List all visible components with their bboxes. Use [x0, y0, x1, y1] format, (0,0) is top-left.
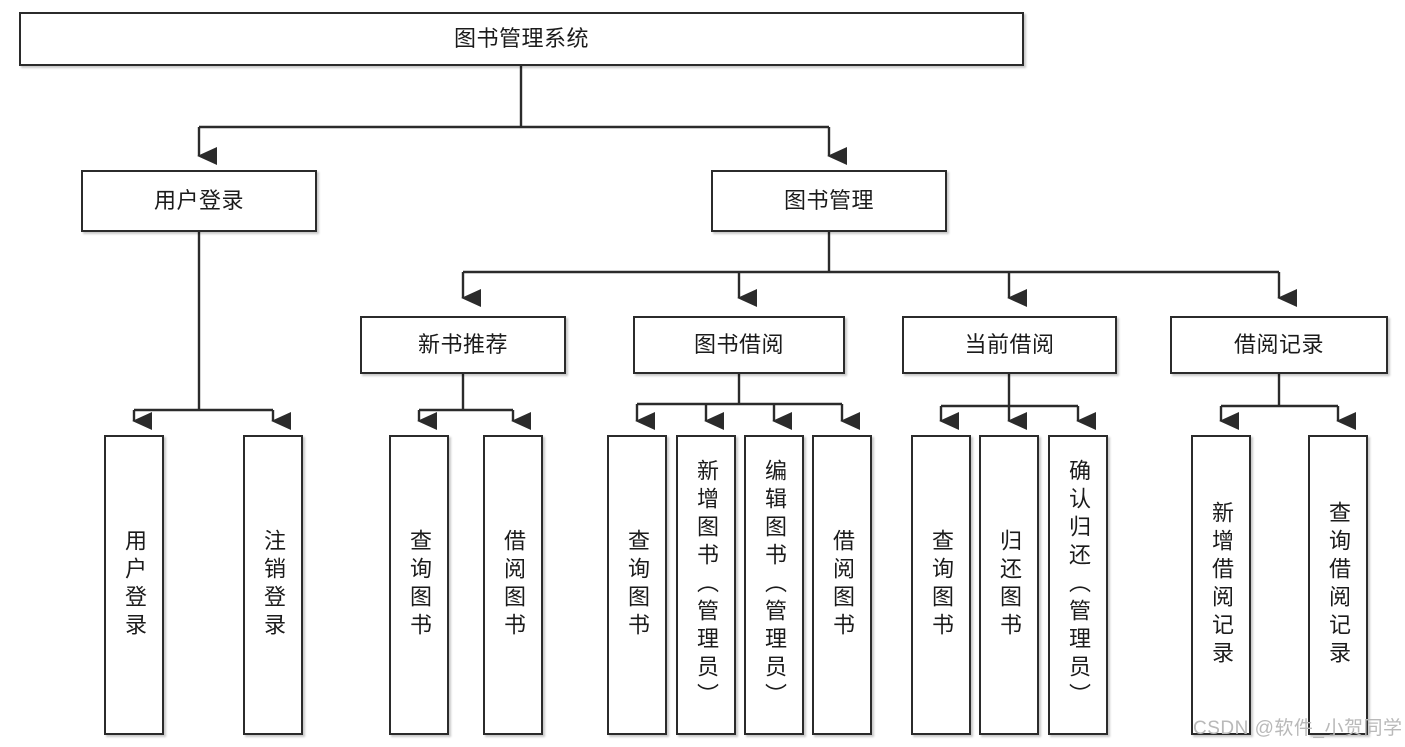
leaf-query-book-2[interactable]: 查询图书 [607, 435, 667, 735]
leaf-return-book[interactable]: 归还图书 [979, 435, 1039, 735]
leaf-logout-label: 注销登录 [261, 529, 286, 641]
leaf-add-record-label: 新增借阅记录 [1209, 501, 1234, 669]
leaf-borrow-book-1-label: 借阅图书 [501, 529, 526, 641]
leaf-borrow-book-2-label: 借阅图书 [830, 529, 855, 641]
leaf-add-book-label: 新增图书（管理员） [694, 459, 719, 711]
leaf-query-book-1-label: 查询图书 [407, 529, 432, 641]
leaf-logout[interactable]: 注销登录 [243, 435, 303, 735]
node-root[interactable]: 图书管理系统 [19, 12, 1024, 66]
leaf-add-record[interactable]: 新增借阅记录 [1191, 435, 1251, 735]
node-book-borrow[interactable]: 图书借阅 [633, 316, 845, 374]
node-user-login[interactable]: 用户登录 [81, 170, 317, 232]
csdn-watermark: CSDN @软件_小贺同学 [1193, 718, 1403, 739]
leaf-query-record-label: 查询借阅记录 [1326, 501, 1351, 669]
leaf-edit-book-label: 编辑图书（管理员） [762, 459, 787, 711]
leaf-edit-book[interactable]: 编辑图书（管理员） [744, 435, 804, 735]
node-borrow-record[interactable]: 借阅记录 [1170, 316, 1388, 374]
leaf-borrow-book-2[interactable]: 借阅图书 [812, 435, 872, 735]
leaf-query-book-1[interactable]: 查询图书 [389, 435, 449, 735]
leaf-query-book-2-label: 查询图书 [625, 529, 650, 641]
node-book-manage[interactable]: 图书管理 [711, 170, 947, 232]
leaf-query-record[interactable]: 查询借阅记录 [1308, 435, 1368, 735]
node-root-label: 图书管理系统 [453, 26, 589, 52]
node-new-book-rec[interactable]: 新书推荐 [360, 316, 566, 374]
node-user-login-label: 用户登录 [153, 188, 244, 214]
node-borrow-record-label: 借阅记录 [1233, 332, 1324, 358]
leaf-confirm-return[interactable]: 确认归还（管理员） [1048, 435, 1108, 735]
leaf-borrow-book-1[interactable]: 借阅图书 [483, 435, 543, 735]
leaf-user-login-label: 用户登录 [122, 529, 147, 641]
leaf-return-book-label: 归还图书 [997, 529, 1022, 641]
node-current-borrow-label: 当前借阅 [964, 332, 1055, 358]
leaf-user-login[interactable]: 用户登录 [104, 435, 164, 735]
leaf-confirm-return-label: 确认归还（管理员） [1066, 459, 1091, 711]
node-book-borrow-label: 图书借阅 [693, 332, 784, 358]
leaf-query-book-3-label: 查询图书 [929, 529, 954, 641]
leaf-add-book[interactable]: 新增图书（管理员） [676, 435, 736, 735]
node-book-manage-label: 图书管理 [783, 188, 874, 214]
leaf-query-book-3[interactable]: 查询图书 [911, 435, 971, 735]
node-current-borrow[interactable]: 当前借阅 [902, 316, 1117, 374]
node-new-book-rec-label: 新书推荐 [417, 332, 508, 358]
